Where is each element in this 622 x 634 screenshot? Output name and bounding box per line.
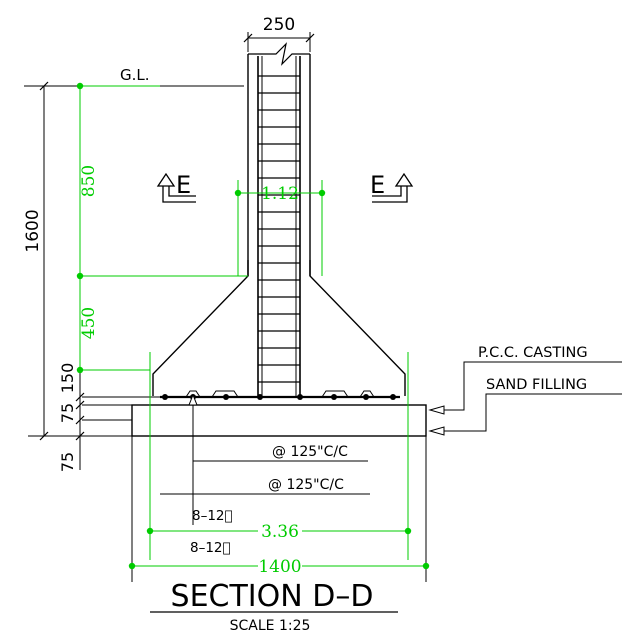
dim-column-width: 250 xyxy=(243,15,315,52)
scale-label: SCALE 1:25 xyxy=(230,618,311,634)
callout-pcc-label: P.C.C. CASTING xyxy=(478,345,588,361)
dim-base-width: 3.36 xyxy=(146,352,412,560)
callout-pcc: P.C.C. CASTING xyxy=(428,345,622,415)
ground-label: G.L. xyxy=(120,66,150,84)
dim-column-width-label: 250 xyxy=(263,15,295,35)
dim-outer-width: 1400 xyxy=(128,557,430,577)
pcc-layer xyxy=(28,396,427,582)
ground-line: G.L. xyxy=(24,66,244,87)
column xyxy=(247,42,311,397)
rebar-leader xyxy=(160,393,370,525)
dim-75b-label: 75 xyxy=(58,452,77,472)
dim-inner-width: 1.12 xyxy=(234,180,326,276)
rebar-bars-2: 8–12॒ xyxy=(190,540,231,556)
section-marker-left: E xyxy=(156,171,196,203)
section-title: SECTION D–D xyxy=(171,579,374,614)
dim-outer-width-label: 1400 xyxy=(258,557,301,577)
dim-small-stack: 150 75 75 xyxy=(58,363,85,472)
dim-inner-width-label: 1.12 xyxy=(261,184,299,204)
dim-total-depth: 1600 xyxy=(23,81,49,441)
rebar-bars-1: 8–12॒ xyxy=(192,508,233,524)
dim-total-depth-label: 1600 xyxy=(23,209,43,252)
rebar-spacing-2: @ 125"C/C xyxy=(268,477,344,493)
section-marker-right: E xyxy=(370,171,414,203)
title-block: SECTION D–D SCALE 1:25 xyxy=(150,579,398,634)
callout-sand: SAND FILLING xyxy=(428,377,622,436)
bottom-rebars xyxy=(162,390,396,400)
dim-850-label: 850 xyxy=(79,165,99,197)
dim-75a-label: 75 xyxy=(58,403,77,423)
dim-green-vertical: 850 450 xyxy=(76,82,248,374)
callout-sand-label: SAND FILLING xyxy=(486,377,587,393)
dim-base-width-label: 3.36 xyxy=(261,522,299,542)
rebar-spacing-1: @ 125"C/C xyxy=(272,444,348,460)
section-marker-left-label: E xyxy=(176,171,191,199)
dim-150-label: 150 xyxy=(58,363,77,394)
section-marker-right-label: E xyxy=(370,171,385,199)
dim-450-label: 450 xyxy=(79,307,99,339)
